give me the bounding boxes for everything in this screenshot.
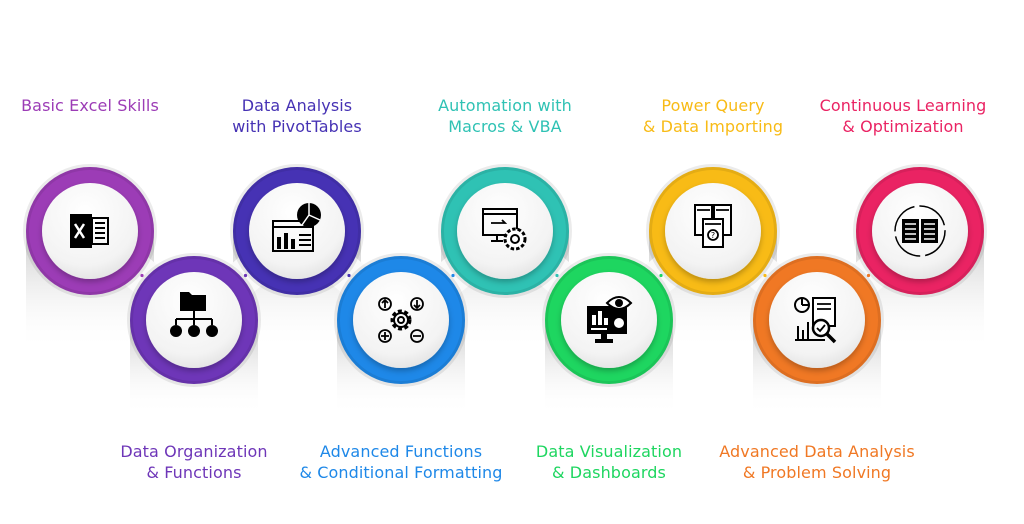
step-label-line: Automation with xyxy=(438,96,572,115)
report-magnifier-icon xyxy=(794,297,837,344)
step-label-line: & Dashboards xyxy=(552,463,666,482)
step-node xyxy=(334,253,468,387)
step-label-line: Advanced Functions xyxy=(319,442,483,461)
step-label-line: Power Query xyxy=(661,96,765,115)
step-label-line: Continuous Learning xyxy=(819,96,987,115)
step-label: Power Query & Data Importing xyxy=(593,95,833,137)
monitor-eye-icon xyxy=(587,296,633,343)
step-label: Data Organization & Functions xyxy=(74,441,314,483)
step-label: Data Analysis with PivotTables xyxy=(177,95,417,137)
step-inner-circle xyxy=(457,183,553,279)
computer-gear-icon xyxy=(482,208,527,251)
query-documents-icon: ? xyxy=(694,204,732,248)
step-label-line: with PivotTables xyxy=(232,117,362,136)
step-label-line: & Functions xyxy=(146,463,242,482)
book-cycle-icon xyxy=(894,205,946,257)
step-node xyxy=(230,164,364,298)
step-inner-circle xyxy=(249,183,345,279)
step-inner-circle xyxy=(353,272,449,368)
folder-hierarchy-icon xyxy=(170,292,218,337)
step-node: ? xyxy=(646,164,780,298)
step-label: Basic Excel Skills xyxy=(0,95,210,116)
step-label-line: Data Analysis xyxy=(241,96,353,115)
step-node xyxy=(853,164,987,298)
step-label: Continuous Learning & Optimization xyxy=(783,95,1023,137)
step-label: Advanced Functions & Conditional Formatti… xyxy=(281,441,521,483)
step-label-line: Data Organization xyxy=(120,442,268,461)
step-label-line: & Problem Solving xyxy=(742,463,892,482)
step-label-line: Macros & VBA xyxy=(448,117,562,136)
step-label: Data Visualization & Dashboards xyxy=(489,441,729,483)
step-node xyxy=(542,253,676,387)
pivot-dashboard-icon xyxy=(272,203,321,252)
excel-icon xyxy=(70,214,109,248)
step-inner-circle xyxy=(872,183,968,279)
step-node xyxy=(750,253,884,387)
step-label: Advanced Data Analysis & Problem Solving xyxy=(697,441,937,483)
step-label-line: Advanced Data Analysis xyxy=(719,442,915,461)
step-node xyxy=(127,253,261,387)
step-label-line: & Data Importing xyxy=(642,117,784,136)
step-label-line: & Optimization xyxy=(842,117,964,136)
gear-functions-icon xyxy=(378,297,424,343)
step-node xyxy=(23,164,157,298)
svg-text:?: ? xyxy=(711,231,715,240)
step-label-line: & Conditional Formatting xyxy=(299,463,503,482)
step-node xyxy=(438,164,572,298)
step-label-line: Basic Excel Skills xyxy=(21,96,159,115)
step-label-line: Data Visualization xyxy=(535,442,683,461)
